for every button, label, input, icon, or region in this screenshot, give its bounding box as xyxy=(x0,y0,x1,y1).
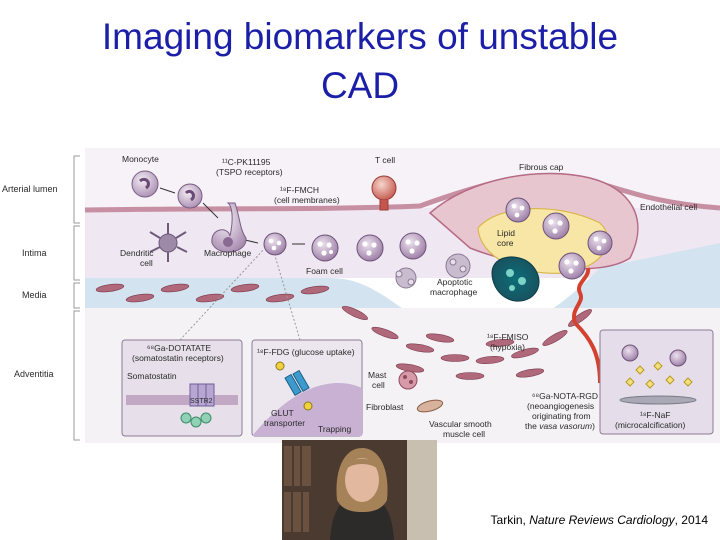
label-fmiso-line1: ¹⁸F-FMISO xyxy=(487,332,529,342)
label-fibrous-cap: Fibrous cap xyxy=(519,162,564,172)
inset-naf xyxy=(599,329,714,435)
monocyte-cell xyxy=(131,170,159,198)
label-sstr2: SSTR2 xyxy=(190,398,213,405)
foam-cell xyxy=(542,212,570,240)
label-mast-line1: Mast xyxy=(368,370,387,380)
fdg-molecule xyxy=(303,401,313,411)
foam-cell xyxy=(311,234,339,262)
slide-title-line-2: CAD xyxy=(320,65,400,106)
layer-label-arterial-lumen: Arterial lumen xyxy=(2,184,58,194)
label-macrophage: Macrophage xyxy=(204,248,252,258)
foam-cell xyxy=(558,252,586,280)
monocyte-cells xyxy=(131,170,203,209)
slide-title: Imaging biomarkers of unstable CAD xyxy=(0,12,720,110)
presenter-video-frame xyxy=(282,440,437,540)
apoptotic-macrophages xyxy=(395,253,471,289)
label-fmch-line2: (cell membranes) xyxy=(274,195,340,205)
label-rgd-line2: (neoangiogenesis xyxy=(527,401,594,411)
dendritic-cell xyxy=(149,223,188,262)
label-naf-line1: ¹⁸F-NaF xyxy=(640,410,671,420)
g-protein-complex xyxy=(180,412,212,428)
migration-arrows xyxy=(159,187,305,245)
hypoxic-region xyxy=(491,256,540,302)
label-apoptotic-line1: Apoptotic xyxy=(437,277,473,287)
label-rgd-line4: the vasa vasorum) xyxy=(525,421,595,431)
label-dotatate-line1: ⁶⁸Ga-DOTATATE xyxy=(147,343,211,353)
microcalcifications xyxy=(625,361,693,389)
foam-cell xyxy=(587,230,613,256)
label-pk11195-line2: (TSPO receptors) xyxy=(216,167,283,177)
label-lipid-line1: Lipid xyxy=(497,228,515,238)
inset-dotatate xyxy=(121,339,243,437)
figure-labels: Monocyte ¹¹C-PK11195 (TSPO receptors) T … xyxy=(120,154,697,439)
foam-cell xyxy=(505,197,531,223)
layer-brackets xyxy=(73,155,80,441)
citation-year: , 2014 xyxy=(674,513,708,527)
citation-author: Tarkin, xyxy=(490,513,530,527)
monocyte-cell xyxy=(177,183,203,209)
label-dendritic-line1: Dendritic xyxy=(120,248,154,258)
label-monocyte: Monocyte xyxy=(122,154,159,164)
citation-journal: Nature Reviews Cardiology xyxy=(529,513,675,527)
label-naf-line2: (microcalcification) xyxy=(615,420,686,430)
label-glut-line1: GLUT xyxy=(271,408,294,418)
label-vsmc-line2: muscle cell xyxy=(443,429,485,439)
fdg-molecule xyxy=(275,361,285,371)
mast-cell xyxy=(398,370,418,390)
label-fmch-line1: ¹⁸F-FMCH xyxy=(280,185,319,195)
foam-cell xyxy=(399,232,427,260)
presenter-webcam xyxy=(282,440,437,540)
sstr2-receptor xyxy=(189,383,215,407)
label-t-cell: T cell xyxy=(375,155,395,165)
label-rgd-line3: originating from xyxy=(532,411,591,421)
label-dendritic-line2: cell xyxy=(140,258,153,268)
label-apoptotic-line2: macrophage xyxy=(430,287,478,297)
foam-cell xyxy=(263,232,287,256)
glut-transporter xyxy=(284,369,310,397)
layer-label-intima: Intima xyxy=(22,248,47,258)
smooth-muscle-cells xyxy=(95,283,592,380)
macrophage-cell xyxy=(211,202,247,253)
label-foam-cell: Foam cell xyxy=(306,266,343,276)
label-pk11195-line1: ¹¹C-PK11195 xyxy=(222,157,271,167)
citation: Tarkin, Nature Reviews Cardiology, 2014 xyxy=(491,513,708,527)
fibroblast xyxy=(416,399,444,413)
plaque-biomarker-figure: Arterial lumen Intima Media Adventitia xyxy=(2,148,720,443)
label-fibroblast: Fibroblast xyxy=(366,402,404,412)
label-dotatate-line2: (somatostatin receptors) xyxy=(132,353,224,363)
label-fmiso-line2: (hypoxia) xyxy=(490,342,525,352)
label-glut-line2: transporter xyxy=(264,418,305,428)
foam-cells xyxy=(263,197,613,280)
label-mast-line2: cell xyxy=(372,380,385,390)
inset-fdg xyxy=(251,339,363,437)
layer-label-adventitia: Adventitia xyxy=(14,369,54,379)
label-rgd-line1: ⁶⁸Ga-NOTA-RGD xyxy=(532,391,598,401)
foam-cell xyxy=(356,234,384,262)
label-endothelial-cell: Endothelial cell xyxy=(640,202,697,212)
label-trapping: Trapping xyxy=(318,424,352,434)
slide-title-line-1: Imaging biomarkers of unstable xyxy=(101,16,619,57)
label-lipid-line2: core xyxy=(497,238,514,248)
label-somatostatin: Somatostatin xyxy=(127,371,177,381)
layer-label-media: Media xyxy=(22,290,47,300)
label-fdg: ¹⁸F-FDG (glucose uptake) xyxy=(257,347,355,357)
label-vsmc-line1: Vascular smooth xyxy=(429,419,492,429)
t-cell xyxy=(371,175,397,211)
